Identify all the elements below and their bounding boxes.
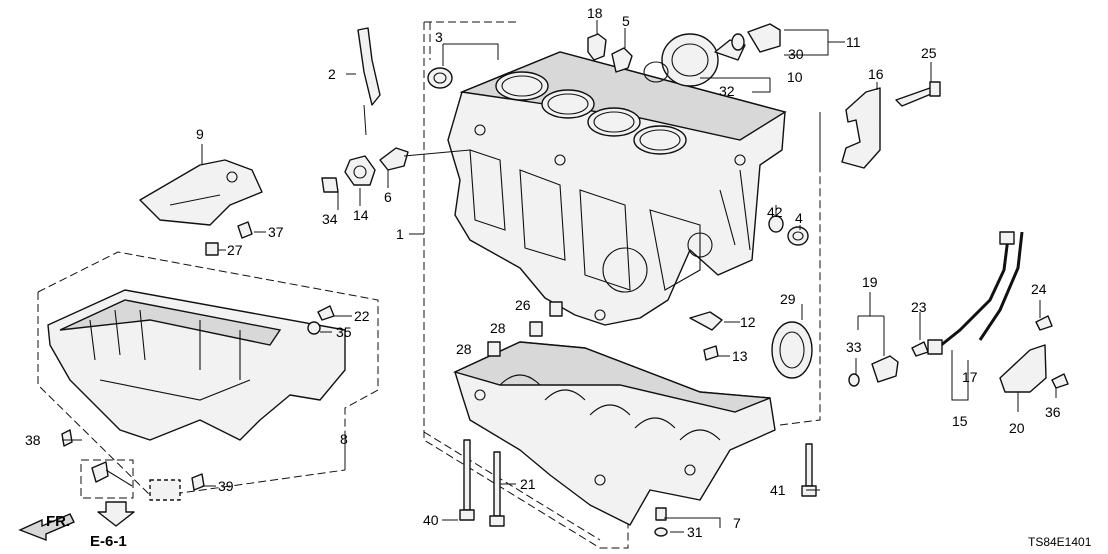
callout-13[interactable]: 13 [732,348,748,364]
leader-lines [62,20,1057,533]
reference-page-link[interactable]: E-6-1 [90,533,127,550]
callout-22[interactable]: 22 [354,308,370,324]
bolt-37 [237,221,253,239]
bolt-22 [317,305,335,321]
oil-level-gauge [357,27,381,136]
callout-3[interactable]: 3 [435,29,443,45]
bracket-16 [841,87,881,169]
callout-42[interactable]: 42 [767,204,783,220]
callout-26[interactable]: 26 [515,297,531,313]
plug-3 [427,67,453,89]
callout-30[interactable]: 30 [788,46,804,62]
harness-17 [927,231,1024,355]
bolt-24 [1035,315,1053,331]
callout-35[interactable]: 35 [336,324,352,340]
sensor-19 [848,355,899,387]
callout-19[interactable]: 19 [862,274,878,290]
bolt-21 [489,451,505,527]
callout-4[interactable]: 4 [795,210,803,226]
callout-8[interactable]: 8 [340,431,348,447]
callout-14[interactable]: 14 [353,207,369,223]
callout-24[interactable]: 24 [1031,281,1047,297]
diagram-code: TS84E1401 [1028,535,1092,549]
callout-36[interactable]: 36 [1045,404,1061,420]
bolt-23 [911,341,929,357]
lower-block [453,341,776,526]
lower-block-group-outline [423,112,821,541]
plug-4 [787,226,809,246]
callout-25[interactable]: 25 [921,45,937,61]
reference-arrow-icon[interactable] [97,501,135,527]
callout-6[interactable]: 6 [384,189,392,205]
bracket-12 [689,311,723,331]
callout-5[interactable]: 5 [622,13,630,29]
cylinder-block [447,51,787,326]
sensor-5 [611,47,633,73]
callout-20[interactable]: 20 [1009,420,1025,436]
dowel-26 [549,301,563,317]
dashed-bolt-box [80,459,134,499]
baffle-plate [139,159,263,226]
callout-15[interactable]: 15 [952,413,968,429]
dowel-28a [529,321,543,337]
washer-35 [307,321,321,335]
callout-2[interactable]: 2 [328,66,336,82]
cover-20 [999,344,1047,393]
callout-21[interactable]: 21 [520,476,536,492]
block-group-outline [423,21,821,549]
callout-17[interactable]: 17 [962,369,978,385]
front-label: FR. [46,513,70,530]
oil-seal [771,321,813,379]
callout-27[interactable]: 27 [227,242,243,258]
bolt-13 [703,345,719,361]
callout-32[interactable]: 32 [719,83,735,99]
callout-9[interactable]: 9 [196,126,204,142]
callout-28a[interactable]: 28 [490,320,506,336]
plug-31 [654,507,668,537]
front-arrow-icon [18,513,75,542]
callout-41[interactable]: 41 [770,482,786,498]
callout-33[interactable]: 33 [846,339,862,355]
callout-37[interactable]: 37 [268,224,284,240]
bolt-36 [1051,373,1069,389]
callout-38[interactable]: 38 [25,432,41,448]
bolt-41 [801,443,817,497]
bolt-38 [61,429,73,447]
callout-29[interactable]: 29 [780,291,796,307]
callout-39[interactable]: 39 [218,478,234,494]
water-fitting [731,23,781,53]
bolt-25 [895,81,941,107]
callout-18[interactable]: 18 [587,5,603,21]
callout-28b[interactable]: 28 [456,341,472,357]
callout-1[interactable]: 1 [396,226,404,242]
bolt-in-box [91,461,133,487]
callout-40[interactable]: 40 [423,512,439,528]
dowel-28b [487,341,501,357]
callout-10[interactable]: 10 [787,69,803,85]
oil-pan [37,242,379,501]
bolt-39 [191,473,205,491]
knock-sensor [321,155,376,193]
callout-11[interactable]: 11 [846,34,861,50]
callout-7[interactable]: 7 [733,515,741,531]
callout-31[interactable]: 31 [687,524,703,540]
callout-34[interactable]: 34 [322,211,338,227]
callout-23[interactable]: 23 [911,299,927,315]
callout-16[interactable]: 16 [868,66,884,82]
callout-12[interactable]: 12 [740,314,756,330]
bolt-40 [459,439,475,521]
stud-bolt-6 [379,147,471,171]
sensor-18 [587,33,607,61]
callout-labels: 1 2 3 4 5 6 7 8 9 10 11 12 13 14 15 16 1… [25,5,1061,540]
